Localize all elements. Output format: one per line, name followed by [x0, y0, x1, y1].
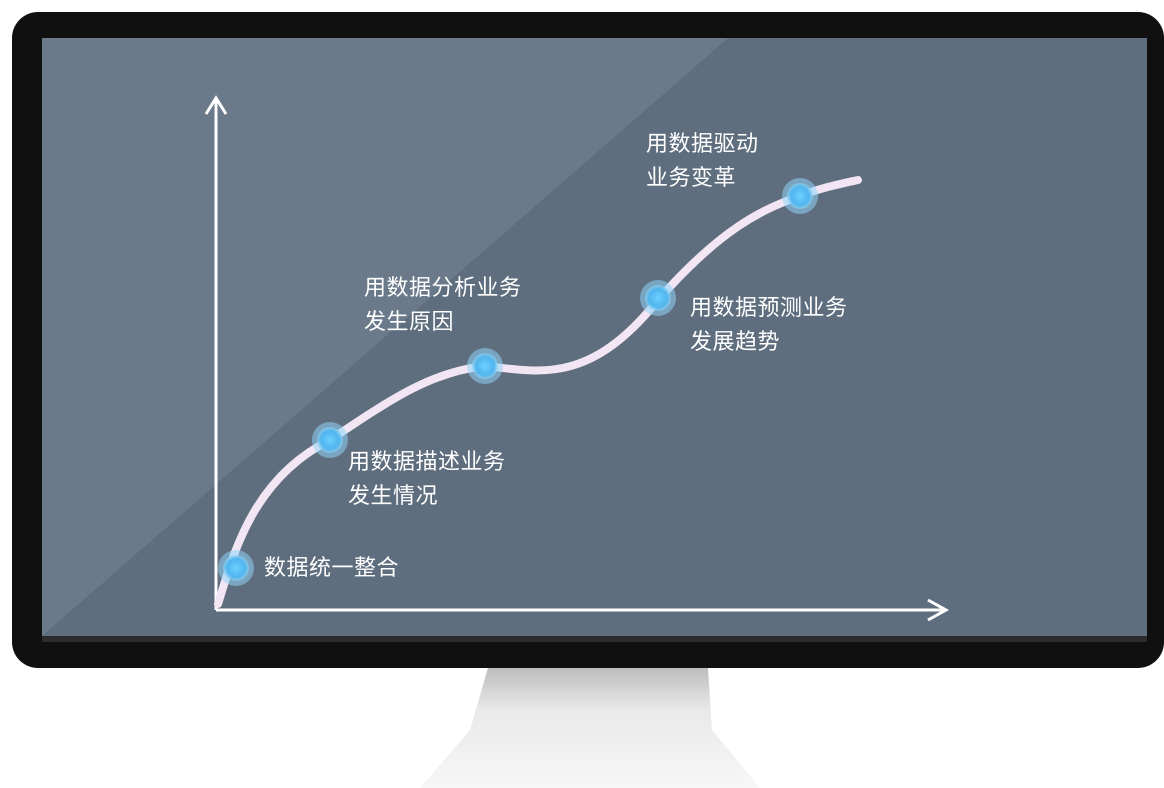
milestone-label-analyze: 用数据分析业务 发生原因	[364, 272, 522, 340]
milestone-line: 用数据描述业务	[348, 450, 506, 475]
milestone-node	[312, 422, 348, 458]
milestone-line: 用数据预测业务	[690, 296, 848, 321]
milestone-label-describe: 用数据描述业务 发生情况	[348, 446, 506, 514]
milestone-line: 用数据分析业务	[364, 276, 522, 301]
milestone-line: 用数据驱动	[646, 132, 759, 157]
milestone-node	[782, 178, 818, 214]
milestone-node	[218, 550, 254, 586]
x-axis-arrow	[927, 598, 950, 622]
milestone-line: 发生情况	[348, 484, 439, 509]
milestone-node	[467, 348, 503, 384]
y-axis-arrow	[204, 95, 228, 115]
monitor-stand	[420, 668, 760, 788]
milestone-line: 数据统一整合	[264, 556, 400, 581]
milestone-label-predict: 用数据预测业务 发展趋势	[690, 292, 848, 360]
milestone-line: 发展趋势	[690, 330, 781, 355]
milestone-label-drive: 用数据驱动 业务变革	[646, 128, 759, 196]
milestone-label-integrate: 数据统一整合	[264, 552, 399, 586]
milestone-node	[640, 280, 676, 316]
milestone-line: 业务变革	[646, 166, 737, 191]
screen-glare	[42, 38, 728, 636]
milestone-line: 发生原因	[364, 310, 455, 335]
